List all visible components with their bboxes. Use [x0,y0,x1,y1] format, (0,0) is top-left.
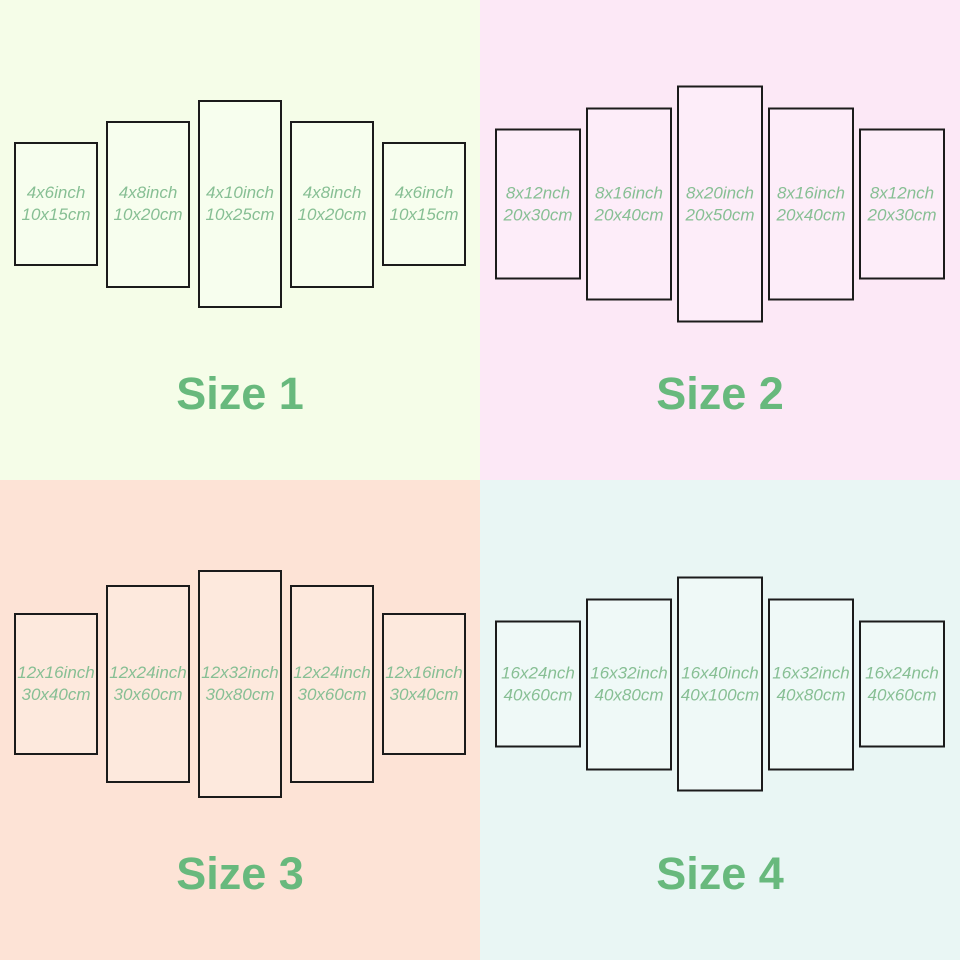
canvas-panel: 12x16inch 30x40cm [14,613,98,755]
panel-size-cm: 20x30cm [503,205,573,224]
canvas-panel: 12x24inch 30x60cm [106,585,190,783]
quadrant-size-3: 12x16inch 30x40cm 12x24inch 30x60cm 12x3… [0,480,480,960]
panel-size-inch: 12x16inch [17,663,95,682]
panel-size-inch: 4x6inch [26,183,86,202]
panel-size-cm: 40x60cm [867,685,937,704]
panel-size-inch: 4x10inch [205,183,275,202]
canvas-panel: 4x6inch 10x15cm [14,142,98,266]
panel-size-label: 16x32inch 40x80cm [772,662,850,706]
canvas-panel: 8x12nch 20x30cm [495,128,581,280]
panel-size-inch: 8x12nch [869,183,935,202]
panel-size-cm: 10x25cm [205,205,275,224]
panel-size-cm: 20x50cm [685,205,755,224]
panel-size-label: 16x24nch 40x60cm [501,662,575,706]
panel-size-label: 16x24nch 40x60cm [865,662,939,706]
panel-size-cm: 40x100cm [680,685,760,704]
size-title-3: Size 3 [176,848,304,899]
panel-size-label: 12x24inch 30x60cm [293,662,371,706]
canvas-panel: 4x8inch 10x20cm [290,120,374,288]
panel-size-label: 4x8inch 10x20cm [298,182,367,226]
panel-size-label: 8x16inch 20x40cm [777,182,846,226]
panel-size-cm: 40x60cm [503,685,573,704]
panel-size-cm: 40x80cm [776,685,846,704]
panel-size-label: 12x24inch 30x60cm [109,662,187,706]
panel-size-cm: 30x80cm [205,685,275,704]
panel-size-inch: 12x16inch [385,663,463,682]
panel-size-inch: 16x32inch [772,663,850,682]
canvas-panel: 12x24inch 30x60cm [290,585,374,783]
size-title-1: Size 1 [176,368,304,419]
panel-size-label: 16x40inch 40x100cm [681,662,759,706]
panel-size-inch: 4x8inch [118,183,178,202]
size-title-2: Size 2 [656,368,784,419]
panel-size-cm: 10x20cm [113,205,183,224]
panel-size-cm: 20x30cm [867,205,937,224]
panel-group-size-2: 8x12nch 20x30cm 8x16inch 20x40cm 8x20inc… [480,85,960,323]
canvas-panel: 16x24nch 40x60cm [495,620,581,748]
canvas-panel: 8x20inch 20x50cm [677,85,763,323]
panel-size-cm: 10x15cm [21,205,91,224]
panel-size-inch: 8x16inch [594,183,664,202]
canvas-panel: 16x32inch 40x80cm [768,598,854,770]
panel-size-label: 8x16inch 20x40cm [595,182,664,226]
panel-size-label: 4x8inch 10x20cm [114,182,183,226]
panel-size-cm: 40x80cm [594,685,664,704]
canvas-panel: 8x12nch 20x30cm [859,128,945,280]
panel-size-label: 16x32inch 40x80cm [590,662,668,706]
panel-size-label: 8x20inch 20x50cm [686,182,755,226]
panel-size-cm: 30x40cm [21,685,91,704]
panel-size-cm: 10x15cm [389,205,459,224]
size-title-4: Size 4 [656,848,784,899]
quadrant-size-4: 16x24nch 40x60cm 16x32inch 40x80cm 16x40… [480,480,960,960]
panel-size-cm: 30x60cm [297,685,367,704]
panel-group-size-3: 12x16inch 30x40cm 12x24inch 30x60cm 12x3… [0,570,480,798]
panel-size-inch: 8x16inch [776,183,846,202]
canvas-panel: 16x24nch 40x60cm [859,620,945,748]
panel-size-cm: 30x60cm [113,685,183,704]
panel-size-label: 8x12nch 20x30cm [868,182,937,226]
panel-size-inch: 16x40inch [681,663,759,682]
panel-size-inch: 16x24nch [501,663,575,682]
canvas-panel: 8x16inch 20x40cm [586,107,672,301]
canvas-panel: 12x32inch 30x80cm [198,570,282,798]
panel-size-inch: 12x32inch [201,663,279,682]
panel-size-inch: 8x12nch [505,183,571,202]
panel-size-inch: 16x24nch [865,663,939,682]
panel-size-inch: 4x6inch [394,183,454,202]
panel-size-inch: 8x20inch [685,183,755,202]
panel-size-label: 4x10inch 10x25cm [206,182,275,226]
panel-group-size-4: 16x24nch 40x60cm 16x32inch 40x80cm 16x40… [480,576,960,792]
panel-size-cm: 20x40cm [594,205,664,224]
panel-size-label: 8x12nch 20x30cm [504,182,573,226]
quadrant-size-1: 4x6inch 10x15cm 4x8inch 10x20cm 4x10inch… [0,0,480,480]
panel-size-inch: 16x32inch [590,663,668,682]
canvas-panel: 4x8inch 10x20cm [106,120,190,288]
panel-size-cm: 10x20cm [297,205,367,224]
panel-size-label: 12x16inch 30x40cm [385,662,463,706]
panel-size-inch: 12x24inch [293,663,371,682]
panel-size-cm: 30x40cm [389,685,459,704]
panel-size-label: 12x16inch 30x40cm [17,662,95,706]
canvas-panel: 8x16inch 20x40cm [768,107,854,301]
panel-size-label: 12x32inch 30x80cm [201,662,279,706]
panel-size-label: 4x6inch 10x15cm [22,182,91,226]
panel-size-inch: 12x24inch [109,663,187,682]
canvas-panel: 4x10inch 10x25cm [198,100,282,308]
panel-size-inch: 4x8inch [302,183,362,202]
canvas-panel: 16x32inch 40x80cm [586,598,672,770]
quadrant-size-2: 8x12nch 20x30cm 8x16inch 20x40cm 8x20inc… [480,0,960,480]
canvas-panel: 4x6inch 10x15cm [382,142,466,266]
canvas-panel: 16x40inch 40x100cm [677,576,763,792]
panel-size-cm: 20x40cm [776,205,846,224]
canvas-panel: 12x16inch 30x40cm [382,613,466,755]
panel-size-label: 4x6inch 10x15cm [390,182,459,226]
panel-group-size-1: 4x6inch 10x15cm 4x8inch 10x20cm 4x10inch… [0,100,480,308]
